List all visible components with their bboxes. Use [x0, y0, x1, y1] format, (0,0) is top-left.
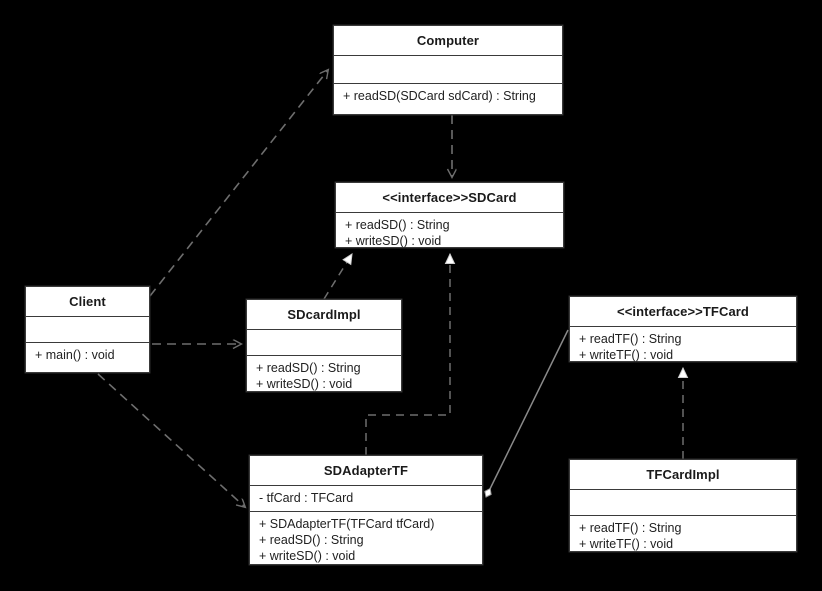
class-box-computer[interactable]: Computer + readSD(SDCard sdCard) : Strin… — [333, 25, 563, 115]
member-writeSD: + writeSD() : void — [256, 377, 353, 391]
member-readTF: + readTF() : String — [579, 521, 682, 535]
member-writeTF: + writeTF() : void — [579, 537, 674, 551]
class-name-tfcard: <<interface>>TFCard — [570, 297, 796, 327]
class-box-sdadaptertf[interactable]: SDAdapterTF - tfCard : TFCard + SDAdapte… — [249, 455, 483, 565]
member-readSD: + readSD() : String — [345, 218, 450, 232]
class-attributes-sdadaptertf: - tfCard : TFCard — [250, 486, 482, 512]
class-operations-computer: + readSD(SDCard sdCard) : String — [334, 84, 562, 114]
class-operations-sdcardimpl: + readSD() : String + writeSD() : void — [247, 356, 401, 397]
class-name-sdadaptertf: SDAdapterTF — [250, 456, 482, 486]
edge-sdcardimpl-to-sdcard — [323, 253, 353, 300]
class-operations-tfcardimpl: + readTF() : String + writeTF() : void — [570, 516, 796, 557]
member-readSD: + readSD() : String — [259, 533, 364, 547]
class-name-computer: Computer — [334, 26, 562, 56]
member-constructor: + SDAdapterTF(TFCard tfCard) — [259, 517, 435, 531]
member-main: + main() : void — [35, 348, 115, 362]
class-box-tfcard[interactable]: <<interface>>TFCard + readTF() : String … — [569, 296, 797, 362]
member-readTF: + readTF() : String — [579, 332, 682, 346]
class-operations-tfcard: + readTF() : String + writeTF() : void — [570, 327, 796, 368]
member-writeSD: + writeSD() : void — [259, 549, 356, 563]
class-attributes-sdcardimpl — [247, 330, 401, 356]
class-name-sdcardimpl: SDcardImpl — [247, 300, 401, 330]
edge-client-to-computer — [149, 70, 328, 297]
member-readSD-sdcard: + readSD(SDCard sdCard) : String — [343, 89, 536, 103]
class-name-sdcard: <<interface>>SDCard — [336, 183, 563, 213]
edge-sdadaptertf-aggregates-tfcard — [484, 329, 569, 498]
class-operations-sdadaptertf: + SDAdapterTF(TFCard tfCard) + readSD() … — [250, 512, 482, 569]
class-operations-sdcard: + readSD() : String + writeSD() : void — [336, 213, 563, 254]
class-box-tfcardimpl[interactable]: TFCardImpl + readTF() : String + writeTF… — [569, 459, 797, 552]
member-tfCard-field: - tfCard : TFCard — [259, 491, 354, 505]
class-attributes-tfcardimpl — [570, 490, 796, 516]
class-operations-client: + main() : void — [26, 343, 149, 372]
class-box-sdcard[interactable]: <<interface>>SDCard + readSD() : String … — [335, 182, 564, 248]
class-box-client[interactable]: Client + main() : void — [25, 286, 150, 373]
edge-client-to-sdadaptertf — [97, 373, 245, 507]
member-readSD: + readSD() : String — [256, 361, 361, 375]
member-writeSD: + writeSD() : void — [345, 234, 442, 248]
class-attributes-computer — [334, 56, 562, 84]
class-box-sdcardimpl[interactable]: SDcardImpl + readSD() : String + writeSD… — [246, 299, 402, 392]
class-attributes-client — [26, 317, 149, 343]
member-writeTF: + writeTF() : void — [579, 348, 674, 362]
class-name-client: Client — [26, 287, 149, 317]
class-name-tfcardimpl: TFCardImpl — [570, 460, 796, 490]
